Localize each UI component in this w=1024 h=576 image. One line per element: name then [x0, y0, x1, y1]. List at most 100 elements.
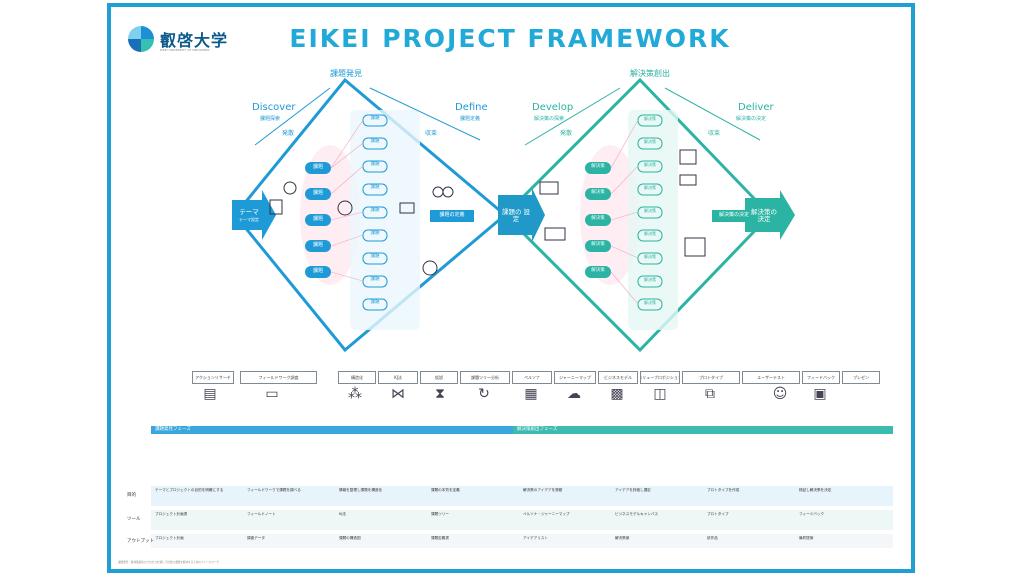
- develop-sub: 解決策の探索: [534, 116, 565, 122]
- table-cell: フィールドノート: [247, 512, 276, 516]
- right-diamond: [502, 77, 773, 353]
- solution-setting-label: 解決策の 決定: [751, 208, 777, 224]
- table-cell: KJ法: [339, 512, 347, 516]
- footer-note: 課題発見・解決策創出のプロセスを通じて社会の課題を解決するためのフレームワーク: [118, 561, 220, 564]
- theme-node-sub: テーマ設定: [239, 217, 259, 222]
- table-cell: 試作品: [707, 536, 718, 540]
- cycle-icon: ↻: [478, 386, 490, 402]
- hourglass-icon: ⧗: [435, 386, 445, 402]
- arrow-discover: [254, 87, 331, 146]
- method-box: 仮説: [420, 371, 458, 384]
- problem-setting-node: [498, 188, 545, 242]
- deliver-label: Deliver: [738, 102, 774, 113]
- left-solution-label: 解決策: [591, 164, 605, 169]
- logo-subtitle: EIKEI UNIVERSITY OF HIROSHIMA: [160, 48, 210, 52]
- row-bg-tools: [151, 510, 893, 530]
- solution-def-tag: [712, 210, 756, 222]
- flow-icon: ⧉: [705, 386, 715, 402]
- discover-sub: 課題探索: [260, 116, 281, 122]
- logo-name: 叡啓大学: [160, 31, 229, 50]
- develop-label: Develop: [532, 102, 574, 113]
- phase-solution-creation: 解決策創出: [630, 69, 670, 78]
- arrow-define: [369, 87, 481, 141]
- theme-node-label: テーマ: [239, 208, 259, 216]
- row-label-tools: ツール: [127, 517, 141, 522]
- table-cell: 情報を整理し課題を構造化: [339, 488, 383, 492]
- left-solution-pills: [585, 162, 611, 278]
- method-box: プロトタイプ: [682, 371, 740, 384]
- laptop-icon: ▭: [265, 386, 279, 402]
- table-cell: 解決策のアイデアを発散: [523, 488, 563, 492]
- method-box: ジャーニーマップ: [554, 371, 596, 384]
- deliver-sub: 解決策の決定: [736, 116, 767, 122]
- table-cell: ペルソナ・ジャーニーマップ: [523, 512, 570, 516]
- table-cell: プロジェクト計画: [155, 536, 184, 540]
- arrow-deliver: [664, 87, 761, 141]
- left-issue-label: 課題: [312, 242, 323, 248]
- logo-mark-icon: [128, 26, 154, 52]
- table-cell: プロトタイプ: [707, 512, 729, 516]
- row-label-outputs: アウトプット: [127, 539, 154, 544]
- right-solution-label: 解決策: [644, 231, 656, 236]
- table-cell: 検証し解決策を決定: [799, 488, 832, 492]
- left-issue-label: 課題: [312, 190, 323, 196]
- left-issue-label: 課題: [312, 164, 323, 170]
- row-bg-purpose: [151, 486, 893, 506]
- issue-def-label: 課題の定義: [439, 212, 465, 218]
- table-cell: フィールドワークで課題を調べる: [247, 488, 301, 492]
- define-label: Define: [455, 102, 488, 113]
- problem-setting-label: 課題の 設定: [501, 208, 531, 224]
- network-icon: ⋈: [391, 386, 405, 402]
- table-cell: ビジネスモデルキャンバス: [615, 512, 659, 516]
- chart-icon: ◫: [653, 386, 667, 402]
- clipboard-icon: ▣: [813, 386, 827, 402]
- right-panel: [628, 110, 678, 330]
- method-box: 構造化: [338, 371, 376, 384]
- method-box: バリュープロポジション: [640, 371, 680, 384]
- table-cell: 課題ツリー: [431, 512, 449, 516]
- right-issue-label: 課題: [370, 208, 380, 213]
- left-issue-pills: [305, 162, 331, 278]
- left-issue-label: 課題: [312, 268, 323, 274]
- table-head-solution: 解決策創出フェーズ: [513, 426, 893, 434]
- right-issue-label: 課題: [370, 139, 380, 144]
- framework-table: 課題発見フェーズ 解決策創出フェーズ 目的 ツール アウトプット テーマとプロジ…: [127, 426, 897, 550]
- right-solution-label: 解決策: [644, 116, 656, 121]
- right-issue-label: 課題: [370, 300, 380, 305]
- right-solution-label: 解決策: [644, 139, 656, 144]
- right-solution-label: 解決策: [644, 162, 656, 167]
- right-solution-label: 解決策: [644, 185, 656, 190]
- define-sub: 課題定義: [460, 116, 481, 122]
- diverge-right: 発散: [560, 130, 573, 137]
- people-icon: ☺: [772, 386, 788, 402]
- table-cell: 課題定義書: [431, 536, 449, 540]
- diagram-icons: [269, 149, 706, 276]
- right-solution-label: 解決策: [644, 277, 656, 282]
- left-panel: [350, 110, 420, 330]
- arrow-develop: [524, 87, 621, 146]
- discover-label: Discover: [252, 102, 296, 113]
- table-cell: プロジェクト計画書: [155, 512, 188, 516]
- table-head-discovery: 課題発見フェーズ: [151, 426, 537, 434]
- table-cell: テーマとプロジェクトの目的を明確にする: [155, 488, 224, 492]
- left-solution-label: 解決策: [591, 216, 605, 221]
- table-cell: 最終提案: [799, 536, 814, 540]
- method-box: アクションリサーチ: [192, 371, 234, 384]
- method-box: ペルソナ: [512, 371, 552, 384]
- cluster-icon: ⁂: [348, 386, 362, 402]
- right-issue-label: 課題: [370, 162, 380, 167]
- table-cell: 課題の構造図: [339, 536, 361, 540]
- page-title: EIKEI PROJECT FRAMEWORK: [289, 24, 731, 53]
- table-cell: フィードバック: [799, 512, 825, 516]
- right-issue-label: 課題: [370, 277, 380, 282]
- right-issue-label: 課題: [370, 116, 380, 121]
- right-solution-outlines: [637, 114, 663, 311]
- speech-icon: ☁: [567, 386, 581, 402]
- grid-icon: ▩: [610, 386, 624, 402]
- left-issue-label: 課題: [312, 216, 323, 222]
- method-box: 課題ツリー分析: [460, 371, 510, 384]
- theme-node: [232, 190, 276, 240]
- table-cell: プロトタイプを作成: [707, 488, 740, 492]
- diverge-left: 発散: [282, 130, 295, 137]
